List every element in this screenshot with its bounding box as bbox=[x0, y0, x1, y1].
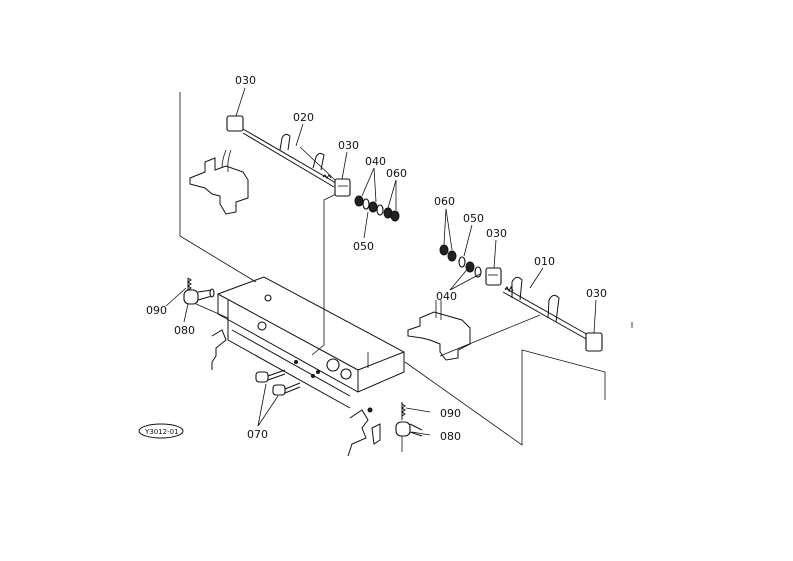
bracket-top-left bbox=[189, 149, 249, 215]
callout-020: 020 bbox=[293, 111, 314, 124]
bracket-right bbox=[407, 300, 471, 361]
callout-080-left: 080 bbox=[174, 324, 195, 337]
block-030-mid bbox=[334, 178, 351, 197]
callout-030-right: 030 bbox=[586, 287, 607, 300]
stamp-code: Y3012-01 bbox=[144, 428, 179, 436]
diagram-stamp: Y3012-01 bbox=[138, 423, 184, 439]
callout-030-right-top: 030 bbox=[486, 227, 507, 240]
leader-lines bbox=[165, 87, 597, 436]
callout-080-right: 080 bbox=[440, 430, 461, 443]
block-030-top-left bbox=[226, 115, 244, 132]
bolts-070 bbox=[255, 369, 301, 396]
callout-030-top-left: 030 bbox=[235, 74, 256, 87]
shaft-010 bbox=[502, 276, 603, 352]
callout-040-right: 040 bbox=[436, 290, 457, 303]
callouts: 030 020 030 040 060 050 060 050 030 010 … bbox=[146, 74, 607, 443]
pin-090-right bbox=[401, 402, 406, 420]
callout-090-right: 090 bbox=[440, 407, 461, 420]
knob-080-right bbox=[395, 421, 423, 452]
knob-080-left bbox=[183, 288, 229, 319]
rings-left bbox=[354, 195, 400, 222]
main-housing bbox=[211, 276, 405, 457]
block-030-right-top bbox=[485, 267, 502, 286]
block-030-right bbox=[585, 332, 603, 352]
rings-right bbox=[439, 244, 482, 278]
guide-lines bbox=[179, 92, 606, 446]
shaft-020 bbox=[226, 115, 337, 188]
callout-070: 070 bbox=[247, 428, 268, 441]
callout-060-left: 060 bbox=[386, 167, 407, 180]
callout-050-right: 050 bbox=[463, 212, 484, 225]
callout-050-left: 050 bbox=[353, 240, 374, 253]
callout-030-mid: 030 bbox=[338, 139, 359, 152]
callout-040-left: 040 bbox=[365, 155, 386, 168]
callout-060-right: 060 bbox=[434, 195, 455, 208]
callout-090-left: 090 bbox=[146, 304, 167, 317]
callout-010: 010 bbox=[534, 255, 555, 268]
